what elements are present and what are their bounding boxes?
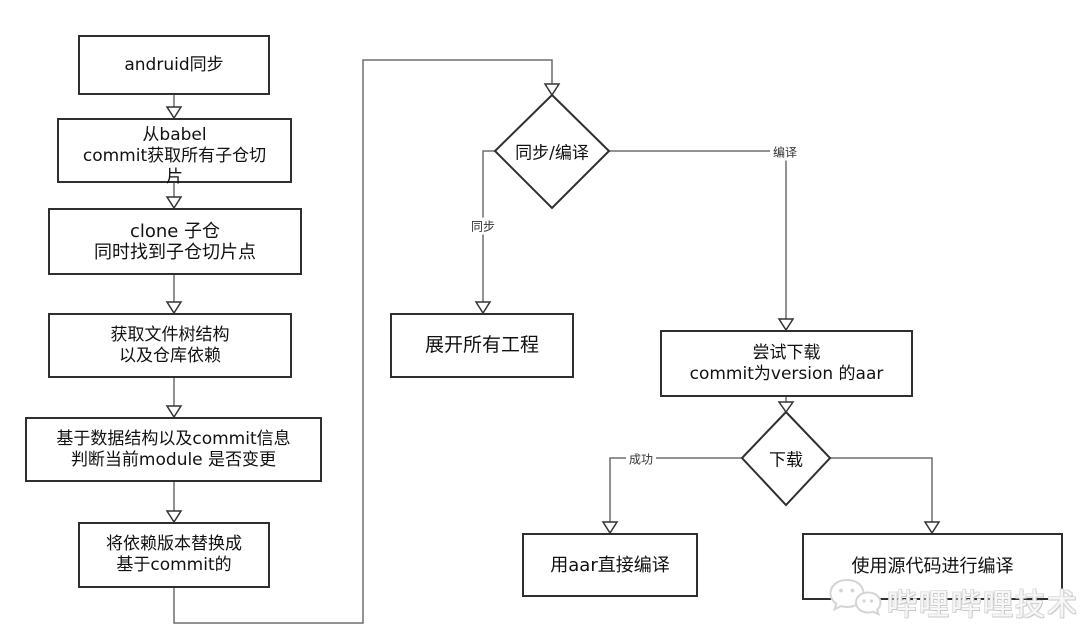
decision-download-shape — [740, 410, 832, 507]
node-line: 判断当前module 是否变更 — [70, 449, 277, 470]
edge-download-success-aarcompile — [609, 457, 742, 522]
arrowhead-icon — [165, 405, 183, 419]
decision-sync-compile-shape — [493, 93, 611, 210]
process-replace-dependency-version: 将依赖版本替换成 基于commit的 — [78, 522, 270, 588]
edge-download-fail-sourcecompile — [830, 457, 933, 522]
process-babel-commit-slices: 从babel commit获取所有子仓切 片 — [57, 118, 292, 187]
process-file-tree: 获取文件树结构 以及仓库依赖 — [48, 313, 292, 378]
node-line: 以及仓库依赖 — [119, 345, 221, 366]
node-line: 尝试下载 — [752, 342, 821, 363]
node-line: 基于commit的 — [116, 555, 232, 575]
edge-decision-compile-trydownload — [608, 150, 787, 319]
edge-label-success: 成功 — [625, 450, 657, 468]
arrowhead-icon — [777, 318, 795, 332]
node-line: commit为version 的aar — [689, 363, 884, 384]
process-try-download-aar: 尝试下载 commit为version 的aar — [660, 330, 913, 397]
arrowhead-icon — [923, 521, 941, 535]
node-line: 片 — [166, 167, 183, 187]
node-line: clone 子仓 — [129, 220, 221, 242]
arrowhead-icon — [474, 301, 492, 315]
node-line: 将依赖版本替换成 — [106, 534, 242, 554]
node-line: andruid同步 — [124, 54, 224, 75]
node-line: 使用源代码进行编译 — [851, 556, 1014, 577]
process-android-sync: andruid同步 — [78, 35, 270, 95]
decision-download-label: 下载 — [769, 450, 803, 471]
node-line: 基于数据结构以及commit信息 — [56, 428, 291, 449]
edge-replace-decision-sync — [173, 59, 553, 624]
node-line: 从babel — [142, 125, 207, 145]
arrowhead-icon — [165, 510, 183, 524]
process-compile-with-source: 使用源代码进行编译 — [802, 533, 1063, 600]
node-line: commit获取所有子仓切 — [82, 146, 267, 166]
edge-decision-sync-expand — [482, 150, 496, 302]
arrowhead-icon — [777, 401, 795, 414]
arrowhead-icon — [543, 83, 561, 97]
edge-label-compile: 编译 — [769, 143, 801, 161]
arrowhead-icon — [165, 196, 183, 210]
node-line: 同时找到子仓切片点 — [94, 241, 256, 263]
node-line: 展开所有工程 — [424, 334, 539, 356]
process-module-change-check: 基于数据结构以及commit信息 判断当前module 是否变更 — [25, 417, 322, 482]
process-expand-all-projects: 展开所有工程 — [390, 313, 574, 378]
node-line: 获取文件树结构 — [110, 324, 230, 345]
arrowhead-icon — [165, 106, 183, 120]
node-line: 用aar直接编译 — [550, 554, 670, 576]
decision-sync-compile-label: 同步/编译 — [515, 143, 589, 164]
arrowhead-icon — [601, 521, 619, 535]
arrowhead-icon — [165, 301, 183, 315]
process-compile-with-aar: 用aar直接编译 — [522, 533, 698, 597]
edge-label-sync: 同步 — [467, 217, 499, 235]
process-clone-subrepo: clone 子仓 同时找到子仓切片点 — [48, 208, 302, 275]
